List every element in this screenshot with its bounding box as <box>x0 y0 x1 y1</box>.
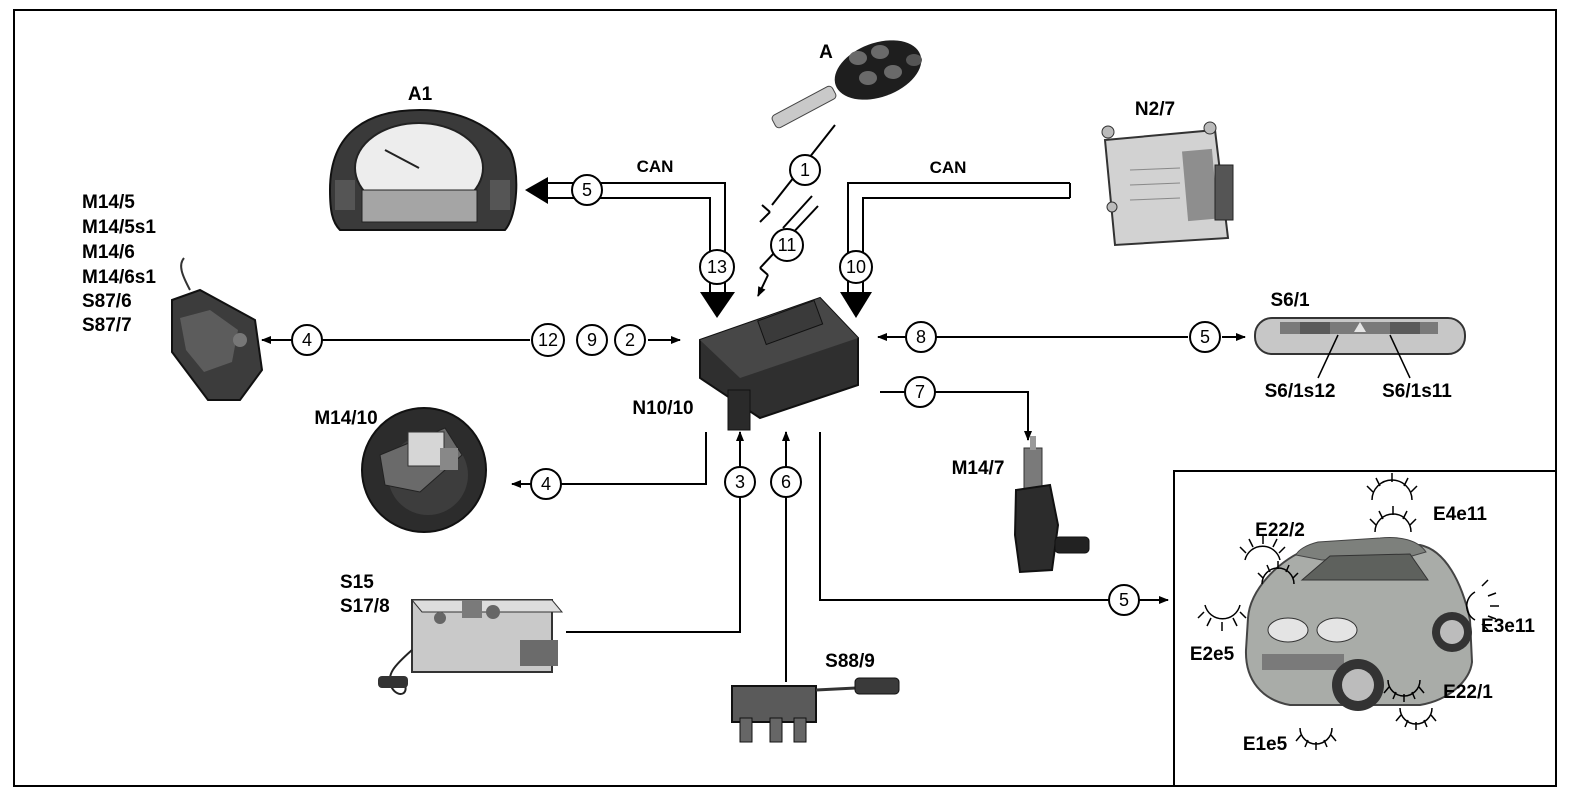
door-lock-label: S87/6 <box>82 291 132 312</box>
label-lamp-e22-1: E22/1 <box>1443 682 1493 703</box>
signal-number: 6 <box>781 472 791 492</box>
signal-badge-5-panel: 5 <box>1189 321 1221 353</box>
label-fuel-flap-motor: M14/7 <box>952 458 1005 479</box>
signal-badge-7: 7 <box>904 376 936 408</box>
car-picture <box>1244 537 1474 711</box>
lighting-inset-frame <box>1173 470 1556 786</box>
signal-badge-12: 12 <box>531 323 565 357</box>
door-lock-label: M14/5s1 <box>82 217 156 238</box>
signal-number: 1 <box>800 160 810 180</box>
signal-number: 13 <box>707 257 727 277</box>
lamp-symbol-e4e11 <box>1366 473 1418 533</box>
lamp-symbol-e22-1 <box>1383 679 1437 730</box>
signal-badge-2: 2 <box>614 324 646 356</box>
label-lamp-e1e5: E1e5 <box>1243 734 1288 755</box>
label-overhead-switch: S6/1 <box>1270 290 1310 311</box>
signal-badge-6: 6 <box>770 466 802 498</box>
signal-badge-5-car: 5 <box>1108 584 1140 616</box>
label-overhead-button-right: S6/1s11 <box>1382 381 1452 402</box>
label-door-lock-list: M14/5 M14/5s1 M14/6 M14/6s1 S87/6 S87/7 <box>82 192 156 336</box>
fuel-flap-wire <box>880 391 1032 441</box>
key-picture <box>771 40 922 129</box>
label-lamp-e22-2: E22/2 <box>1255 520 1305 541</box>
sam-control-unit-picture <box>699 296 859 431</box>
signal-number: 7 <box>915 382 925 402</box>
tailgate-motor-picture <box>361 407 487 533</box>
callout-line-s6-1s12 <box>1317 334 1339 379</box>
signal-number: 5 <box>1119 590 1129 610</box>
label-tailgate-motor: M14/10 <box>314 408 377 429</box>
door-lock-label: M14/5 <box>82 192 135 213</box>
signal-badge-9: 9 <box>576 324 608 356</box>
label-tailgate-switch: S88/9 <box>825 651 875 672</box>
instrument-cluster-picture <box>328 108 518 231</box>
door-lock-label: M14/6s1 <box>82 267 156 288</box>
label-lamp-e3e11: E3e11 <box>1481 616 1535 637</box>
radio-links <box>757 124 836 297</box>
signal-number: 9 <box>587 330 597 350</box>
signal-badge-10: 10 <box>839 250 873 284</box>
signal-number: 12 <box>538 330 558 350</box>
signal-number: 4 <box>302 330 312 350</box>
label-lamp-e2e5: E2e5 <box>1190 644 1235 665</box>
signal-badge-13: 13 <box>699 249 735 285</box>
overhead-control-panel-picture <box>1254 317 1466 355</box>
signal-badge-4-tailgate: 4 <box>530 468 562 500</box>
signal-number: 11 <box>778 235 797 255</box>
hood-switch-wire <box>566 431 744 633</box>
door-lock-label: M14/6 <box>82 242 135 263</box>
signal-badge-5-cluster: 5 <box>571 174 603 206</box>
lighting-wire <box>819 432 1169 604</box>
tailgate-motor-wire <box>511 432 707 488</box>
lamp-symbol-e3e11 <box>1466 579 1499 631</box>
signal-number: 4 <box>541 474 551 494</box>
can-label-right: CAN <box>930 158 967 177</box>
door-lock-label: S87/7 <box>82 315 132 336</box>
signal-number: 5 <box>582 180 592 200</box>
label-hood-switch-1: S15 <box>340 572 374 593</box>
signal-number: 10 <box>846 257 866 277</box>
tailgate-switch-picture <box>731 677 900 743</box>
hood-switch-picture <box>378 599 564 695</box>
label-cluster: A1 <box>408 84 433 105</box>
label-lamp-e4e11: E4e11 <box>1433 504 1487 525</box>
signal-badge-1: 1 <box>789 154 821 186</box>
signal-number: 3 <box>735 472 745 492</box>
can-bus-right <box>840 182 1071 318</box>
diagram-frame <box>13 9 1557 787</box>
signal-badge-3: 3 <box>724 466 756 498</box>
fuel-flap-actuator-picture <box>1013 436 1090 574</box>
can-label-left: CAN <box>637 157 674 176</box>
callout-line-s6-1s11 <box>1389 334 1411 379</box>
label-engine-ecu: N2/7 <box>1135 99 1175 120</box>
signal-number: 5 <box>1200 327 1210 347</box>
lamp-symbol-e22-2 <box>1239 535 1299 585</box>
can-bus-left <box>525 177 735 318</box>
door-lock-picture <box>171 257 264 401</box>
signal-badge-4-door: 4 <box>291 324 323 356</box>
lamp-symbol-e2e5 <box>1197 604 1247 631</box>
label-key: A <box>819 42 833 63</box>
signal-badge-8: 8 <box>905 321 937 353</box>
engine-control-unit-picture <box>1101 121 1234 247</box>
label-sam-module: N10/10 <box>632 398 693 419</box>
signal-number: 8 <box>916 327 926 347</box>
signal-number: 2 <box>625 330 635 350</box>
label-hood-switch-2: S17/8 <box>340 596 390 617</box>
signal-badge-11: 11 <box>770 228 804 262</box>
label-overhead-button-left: S6/1s12 <box>1265 381 1336 402</box>
lamp-symbol-e1e5 <box>1295 727 1337 750</box>
